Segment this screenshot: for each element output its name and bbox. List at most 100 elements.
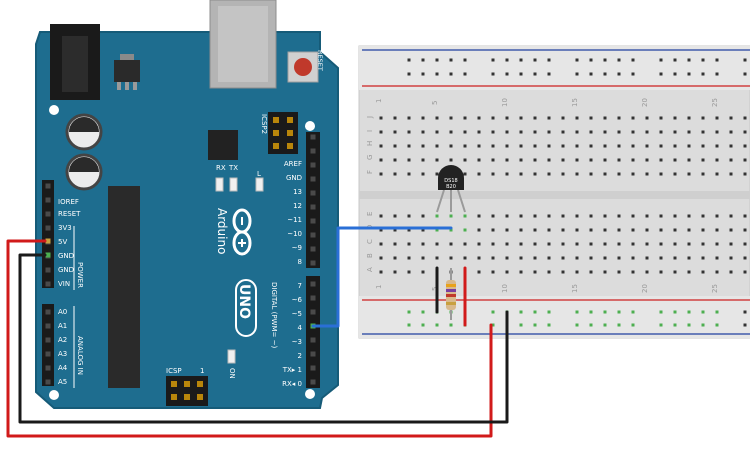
breadboard-hole [505,130,509,134]
breadboard-hole [435,242,439,246]
breadboard-hole [533,228,537,232]
breadboard-hole [687,228,691,232]
rail-hole [603,58,607,62]
breadboard-hole [379,144,383,148]
breadboard-hole [561,242,565,246]
rail-hole [673,310,677,314]
breadboard-hole [701,256,705,260]
breadboard-hole [491,242,495,246]
digital-header-bottom [306,276,320,388]
arduino-uno-board: RESET ICSP2 ICSP 1 RX TX L ON [35,0,339,409]
breadboard-hole [743,270,747,274]
breadboard-hole [491,228,495,232]
rail-hole [533,323,537,327]
breadboard-hole [687,172,691,176]
breadboard-hole [491,214,495,218]
rail-hole [589,72,593,76]
header-pin [45,281,51,287]
breadboard-hole [729,172,733,176]
breadboard-hole [617,116,621,120]
header-pin [310,337,316,343]
breadboard-hole [561,172,565,176]
breadboard-hole [491,172,495,176]
header-pin [45,225,51,231]
breadboard-hole [715,144,719,148]
wire-5v-red [6,239,493,438]
breadboard-hole [673,256,677,260]
pin-label: 8 [298,258,302,266]
pin-label: 4 [298,324,303,332]
pin-label: 2 [298,352,302,360]
breadboard-hole [393,172,397,176]
breadboard-hole [449,158,453,162]
icsp2-pin [287,130,293,136]
rail-hole [617,58,621,62]
breadboard-hole [379,158,383,162]
barrel-jack-opening [62,36,88,92]
header-pin [310,379,316,385]
breadboard-hole [589,214,593,218]
breadboard-hole [645,256,649,260]
rail-hole [743,323,747,327]
rail-hole [687,72,691,76]
pin-label: 7 [298,282,302,290]
breadboard-hole [701,242,705,246]
breadboard-hole [379,116,383,120]
row-letter: C [366,239,374,244]
pin-label: 13 [293,188,302,196]
breadboard-hole [743,172,747,176]
breadboard-hole [533,270,537,274]
header-pin-used [45,238,51,244]
breadboard-hole [659,270,663,274]
usb-connector-shine [218,6,268,82]
regulator-pin [133,82,137,90]
breadboard-hole [463,158,467,162]
breadboard-hole [631,228,635,232]
power-group-label: POWER [76,262,84,288]
rail-hole [673,72,677,76]
breadboard-hole [687,158,691,162]
breadboard-hole [631,172,635,176]
rail-hole [435,323,439,327]
header-pin [310,218,316,224]
rail-hole [743,58,747,62]
breadboard-hole [491,130,495,134]
icsp-pin [197,394,203,400]
breadboard-hole [743,214,747,218]
breadboard-hole [645,130,649,134]
pin-label: AREF [284,160,302,168]
breadboard-hole [673,270,677,274]
pin-label: A5 [58,378,67,386]
header-pin [45,337,51,343]
breadboard-hole [407,270,411,274]
breadboard-hole [519,116,523,120]
breadboard-hole [631,144,635,148]
breadboard-hole [547,228,551,232]
breadboard-hole [687,130,691,134]
reset-button-cap[interactable] [294,58,312,76]
breadboard-hole [435,116,439,120]
header-pin [310,204,316,210]
rail-hole [687,323,691,327]
icsp-pin1-mark: 1 [200,367,204,375]
breadboard-hole [743,256,747,260]
breadboard-hole [393,144,397,148]
breadboard-hole [631,158,635,162]
breadboard-hole [659,144,663,148]
pin-label: ~3 [292,338,302,346]
rail-hole [575,72,579,76]
wire-gnd-black [18,253,509,424]
breadboard-hole [603,242,607,246]
breadboard-hole [519,256,523,260]
pin-label: IOREF [58,198,79,206]
breadboard-hole [421,144,425,148]
rx-label: RX [216,164,226,172]
breadboard-hole [407,130,411,134]
breadboard-hole [561,270,565,274]
breadboard-hole [519,158,523,162]
pin-label: GND [58,266,74,274]
breadboard-hole [463,130,467,134]
rail-hole [449,58,453,62]
breadboard-hole [645,172,649,176]
pin-label: GND [286,174,302,182]
